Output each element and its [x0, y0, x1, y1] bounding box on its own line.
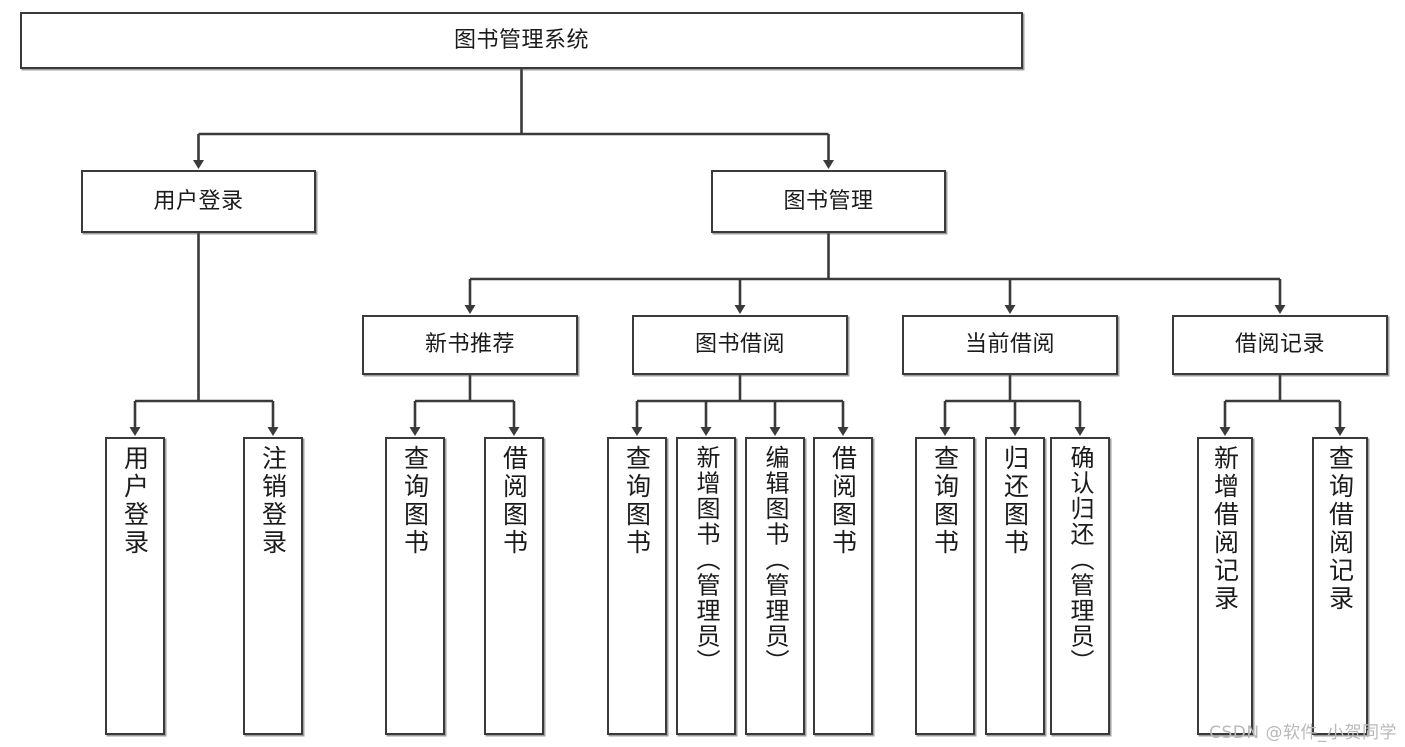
node-label: 查询图书 [400, 445, 430, 557]
node-leaf-query-book-1[interactable]: 查询图书 [385, 437, 445, 735]
node-label: 新书推荐 [424, 332, 515, 358]
node-label: 图书借阅 [694, 332, 785, 358]
node-leaf-add-book[interactable]: 新增图书（管理员） [676, 437, 736, 735]
node-label: 借阅记录 [1234, 332, 1325, 358]
node-leaf-edit-book[interactable]: 编辑图书（管理员） [745, 437, 805, 735]
node-leaf-query-book-2[interactable]: 查询图书 [607, 437, 667, 735]
node-label: 借阅图书 [499, 445, 529, 557]
node-borrow-record[interactable]: 借阅记录 [1172, 315, 1388, 375]
node-user-login[interactable]: 用户登录 [81, 170, 316, 233]
node-leaf-query-record[interactable]: 查询借阅记录 [1312, 437, 1368, 735]
node-leaf-borrow-book-2[interactable]: 借阅图书 [813, 437, 873, 735]
node-leaf-add-record[interactable]: 新增借阅记录 [1197, 437, 1253, 735]
node-label: 查询图书 [930, 445, 960, 557]
node-leaf-user-login[interactable]: 用户登录 [105, 437, 165, 735]
node-new-book-recommend[interactable]: 新书推荐 [362, 315, 578, 375]
node-leaf-borrow-book-1[interactable]: 借阅图书 [484, 437, 544, 735]
node-label: 图书管理 [783, 188, 874, 214]
node-label: 编辑图书（管理员） [761, 445, 789, 675]
node-label: 归还图书 [1000, 445, 1030, 557]
node-leaf-logout[interactable]: 注销登录 [243, 437, 303, 735]
node-leaf-return-book[interactable]: 归还图书 [985, 437, 1045, 735]
node-label: 当前借阅 [964, 332, 1055, 358]
node-label: 查询借阅记录 [1325, 445, 1355, 613]
node-leaf-confirm-return[interactable]: 确认归还（管理员） [1050, 437, 1110, 735]
node-label: 借阅图书 [828, 445, 858, 557]
node-label: 用户登录 [120, 445, 150, 557]
node-label: 确认归还（管理员） [1066, 445, 1094, 675]
node-book-borrow[interactable]: 图书借阅 [632, 315, 848, 375]
node-label: 用户登录 [153, 188, 244, 214]
node-leaf-query-book-3[interactable]: 查询图书 [915, 437, 975, 735]
node-label: 图书管理系统 [453, 27, 589, 53]
node-label: 新增借阅记录 [1210, 445, 1240, 613]
node-label: 注销登录 [258, 445, 288, 557]
node-label: 新增图书（管理员） [692, 445, 720, 675]
node-current-borrow[interactable]: 当前借阅 [902, 315, 1118, 375]
node-root[interactable]: 图书管理系统 [20, 12, 1023, 69]
node-label: 查询图书 [622, 445, 652, 557]
watermark-label: CSDN @软件_小贺同学 [1209, 723, 1397, 743]
node-book-manage[interactable]: 图书管理 [711, 170, 946, 233]
